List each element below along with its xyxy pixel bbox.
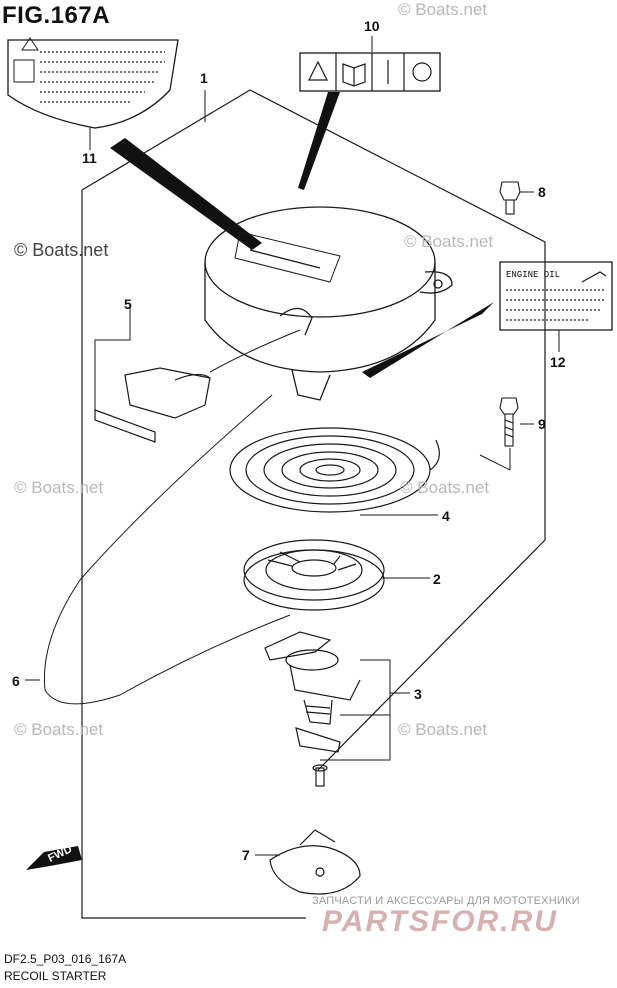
callout-11: 11 (82, 150, 97, 166)
rope-6 (43, 329, 301, 705)
callout-3: 3 (414, 686, 422, 702)
callout-12: 12 (550, 354, 566, 370)
watermark-right-mid: © Boats.net (400, 478, 490, 497)
callout-8: 8 (538, 184, 546, 200)
callout-5: 5 (124, 296, 132, 312)
engine-oil-decal-12 (499, 261, 613, 331)
figure-name: RECOIL STARTER (4, 969, 107, 983)
callout-2: 2 (433, 571, 441, 587)
warning-decal-11 (7, 37, 179, 129)
figure-title: FIG.167A (2, 2, 111, 29)
plate-7 (269, 829, 361, 895)
watermark-right-low: © Boats.net (398, 720, 488, 739)
watermark-main: © Boats.net (14, 240, 109, 260)
callout-10: 10 (364, 18, 380, 34)
shop-tagline: ЗАПЧАСТИ И АКСЕССУАРЫ ДЛЯ МОТОТЕХНИКИ (312, 895, 580, 907)
symbol-decal-10 (299, 52, 441, 92)
reel-2 (243, 539, 385, 611)
watermark-top-right: © Boats.net (398, 0, 488, 19)
callout-4: 4 (442, 508, 450, 524)
callout-6: 6 (12, 673, 20, 689)
fwd-arrow (26, 846, 82, 870)
callout-9: 9 (538, 416, 546, 432)
ratchet-kit-3 (264, 631, 361, 787)
starter-case-1 (204, 206, 453, 401)
callout-1: 1 (200, 70, 208, 86)
pointer-wedges (110, 92, 494, 378)
handle-5 (94, 367, 211, 443)
watermark-left-low: © Boats.net (14, 720, 104, 739)
watermark-case: © Boats.net (404, 232, 494, 251)
bolt-9 (499, 397, 519, 447)
spring-4 (229, 427, 440, 513)
figure-code: DF2.5_P03_016_167A (4, 952, 127, 966)
assembly-outline (81, 89, 546, 919)
shop-logo: PARTSFOR.RU (322, 905, 558, 938)
watermark-left-mid: © Boats.net (14, 478, 104, 497)
engine-oil-label: ENGINE OIL (506, 270, 561, 280)
leader-lines (25, 36, 560, 856)
bolt-8 (499, 181, 521, 215)
callout-7: 7 (242, 847, 250, 863)
